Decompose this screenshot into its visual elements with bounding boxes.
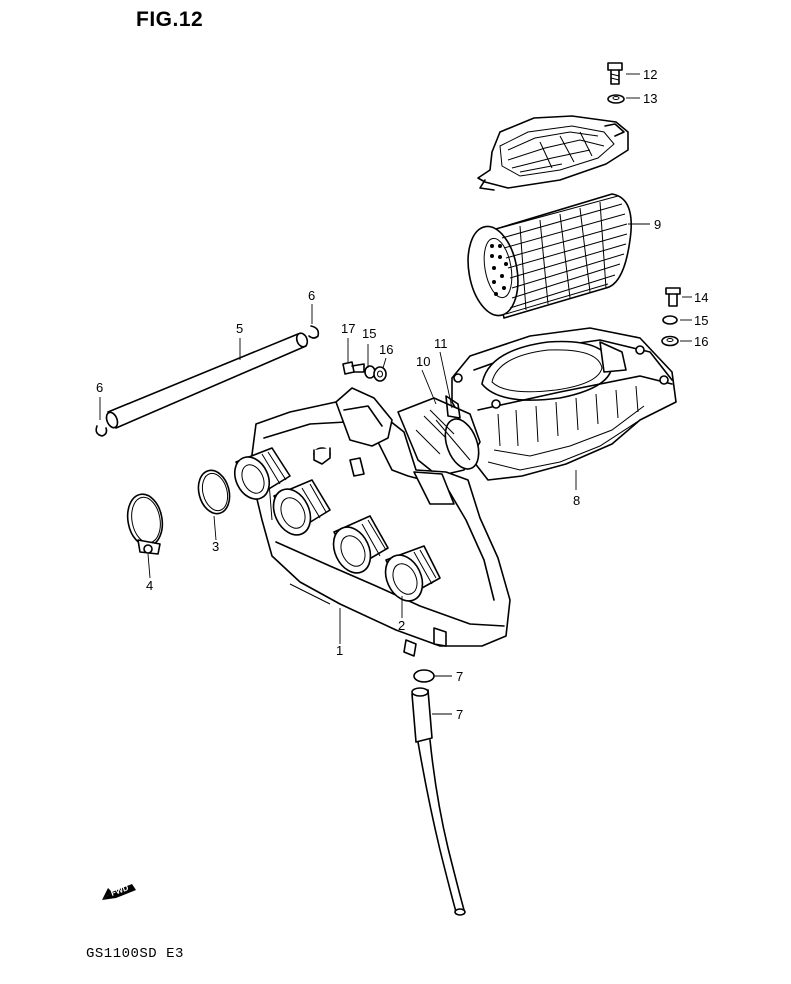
air-cleaner-case-1	[249, 387, 511, 657]
filter-element-10	[467, 193, 632, 319]
drain-hose-7	[411, 687, 466, 916]
callout-15-left: 17	[341, 321, 355, 336]
callout-2: 2	[398, 618, 405, 633]
drain-clip-8	[413, 669, 435, 683]
callout-16-left: 15	[362, 326, 376, 341]
breather-pipe-5	[105, 332, 309, 429]
air-cleaner-cap-9	[451, 327, 677, 481]
screw-13	[607, 62, 623, 85]
callout-8: 7	[456, 669, 463, 684]
washer-16-right	[662, 315, 678, 325]
leader-lines	[99, 73, 692, 715]
callout-13: 12	[643, 67, 657, 82]
callout-3: 3	[212, 539, 219, 554]
bolt-15-right	[665, 287, 681, 307]
callout-1: 1	[336, 643, 343, 658]
cushion-17-left	[373, 366, 387, 382]
bolt-15-left	[342, 361, 365, 375]
callout-14: 13	[643, 91, 657, 106]
washer-14	[607, 94, 625, 104]
callout-7: 7	[456, 707, 463, 722]
callout-labels: 12 13 9 14 15 16 8 6 5 6 17 15 16 10 11 …	[96, 67, 708, 722]
callout-17-right: 16	[694, 334, 708, 349]
callout-5: 5	[236, 321, 243, 336]
model-code: GS1100SD E3	[86, 946, 184, 962]
callout-11: 10	[416, 354, 430, 369]
callout-4: 4	[146, 578, 153, 593]
intake-pipes-2	[233, 447, 441, 602]
inlet-hose-11	[397, 395, 481, 477]
cushion-17-right	[661, 335, 679, 347]
callout-17-left: 16	[379, 342, 393, 357]
callout-12: 11	[434, 336, 448, 351]
figure-title: FIG.12	[136, 8, 204, 31]
hose-clamp-4	[126, 493, 164, 555]
clamp-ring-3	[197, 469, 231, 515]
fwd-arrow-icon: FWD	[102, 883, 136, 900]
filter-lid-plate	[477, 115, 629, 191]
callout-9: 8	[573, 493, 580, 508]
callout-15-right: 14	[694, 290, 708, 305]
callout-6-upper: 6	[308, 288, 315, 303]
callout-10: 9	[654, 217, 661, 232]
callout-6-lower: 6	[96, 380, 103, 395]
clip-6-lower	[95, 425, 108, 437]
callout-16-right: 15	[694, 313, 708, 328]
clip-6-upper	[308, 325, 320, 339]
